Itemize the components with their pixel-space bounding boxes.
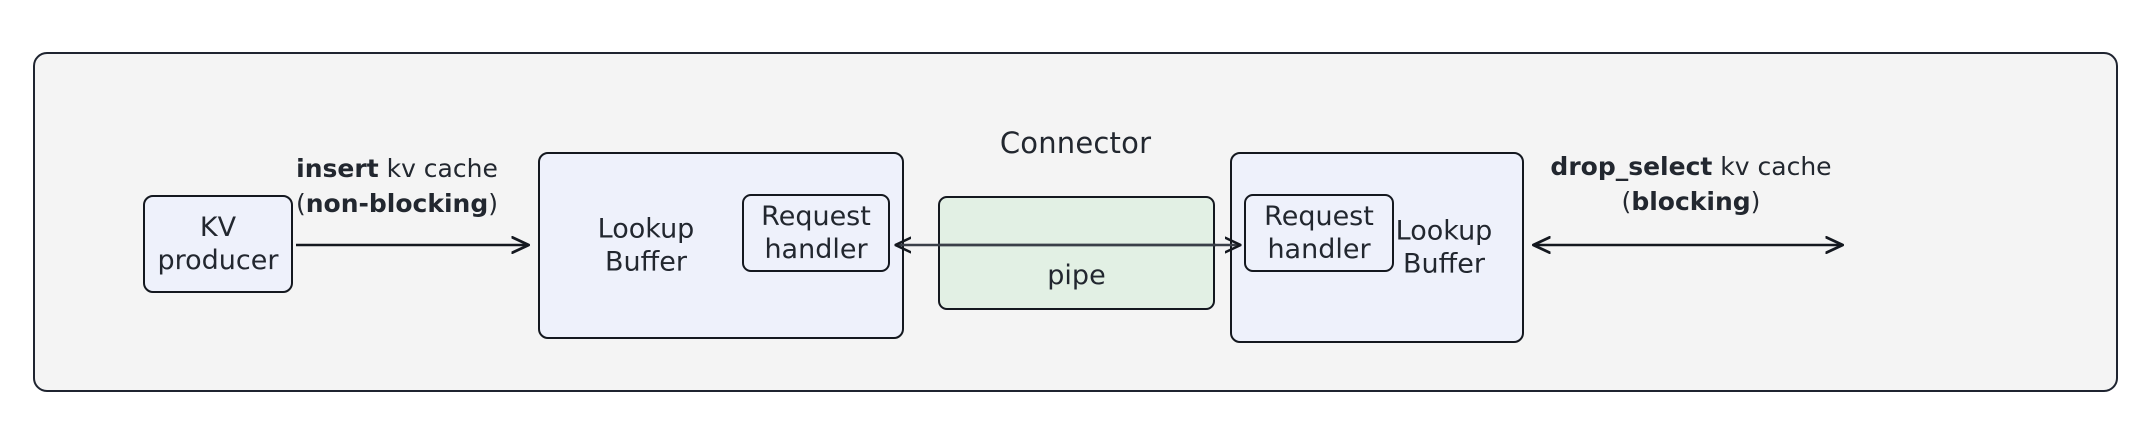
edge-label-insert-mode: non-blocking — [305, 188, 489, 218]
edge-label-insert: insert kv cache (non-blocking) — [258, 152, 536, 221]
edge-label-drop-select-paren-close: ) — [1750, 186, 1761, 216]
edge-label-drop-select-line1: drop_select kv cache — [1530, 150, 1852, 185]
node-lookup-buffer-right-label: Lookup Buffer — [1395, 215, 1493, 280]
node-pipe-label: pipe — [1047, 259, 1106, 291]
node-request-handler-left-label: Request handler — [761, 200, 871, 265]
edge-label-insert-paren-close: ) — [488, 188, 499, 218]
edge-label-drop-select-bold: drop_select — [1550, 152, 1713, 181]
edge-label-insert-bold: insert — [296, 154, 379, 183]
node-request-handler-left[interactable]: Request handler — [742, 194, 890, 272]
node-pipe[interactable]: pipe — [938, 196, 1215, 310]
node-request-handler-right-label: Request handler — [1264, 200, 1374, 265]
node-kv-producer[interactable]: KV producer — [143, 195, 293, 293]
edge-label-drop-select-plain: kv cache — [1712, 152, 1832, 181]
edge-label-insert-paren-open: ( — [295, 188, 306, 218]
edge-label-insert-line1: insert kv cache — [258, 152, 536, 187]
edge-label-insert-line2: (non-blocking) — [258, 187, 536, 222]
edge-label-drop-select-line2: (blocking) — [1530, 185, 1852, 220]
node-lookup-buffer-left-label: Lookup Buffer — [597, 213, 695, 278]
edge-label-drop-select-mode: blocking — [1631, 186, 1751, 216]
node-kv-producer-label: KV producer — [157, 211, 279, 276]
edge-label-insert-plain: kv cache — [378, 154, 498, 183]
edge-label-drop-select-paren-open: ( — [1621, 186, 1632, 216]
edge-label-drop-select: drop_select kv cache (blocking) — [1530, 150, 1852, 219]
node-request-handler-right[interactable]: Request handler — [1244, 194, 1394, 272]
connector-title: Connector — [999, 126, 1152, 160]
